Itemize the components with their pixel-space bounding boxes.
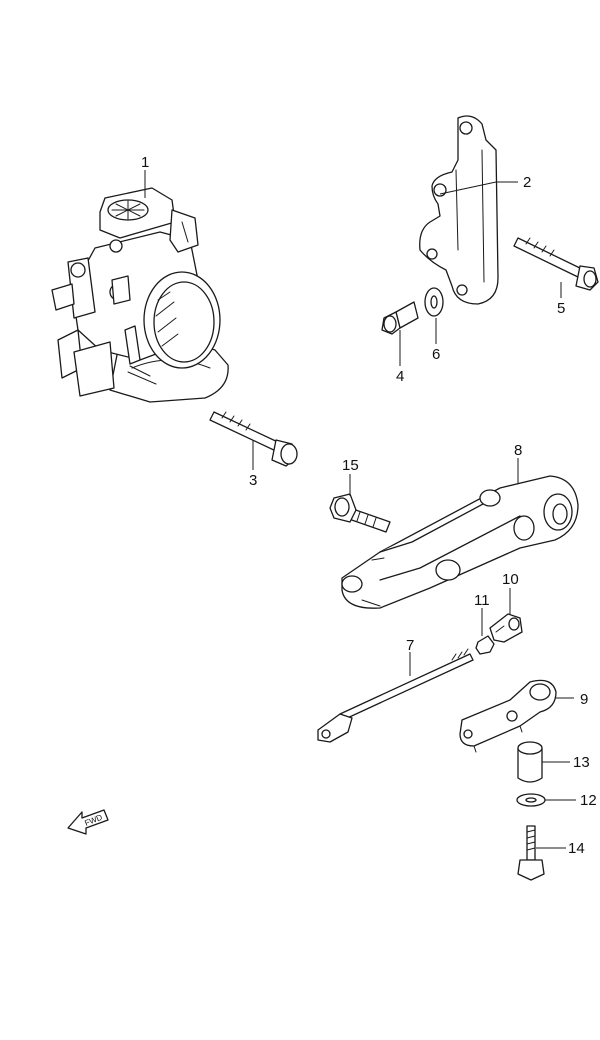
part-4-bolt [381,301,419,335]
callout-15: 15 [342,457,359,474]
callout-4: 4 [396,368,404,385]
callout-2: 2 [523,174,531,191]
part-6-washer [424,287,444,317]
part-14-bolt [517,825,545,881]
part-5-bolt [513,237,599,291]
fwd-arrow-icon: FWD [67,809,109,835]
callout-13: 13 [573,754,590,771]
callout-12: 12 [580,792,597,809]
part-12-washer [516,793,546,807]
leader-lines [144,170,576,849]
part-13-collar [517,741,543,783]
part-10-ball-joint [489,613,523,643]
callout-3: 3 [249,472,257,489]
part-1-throttle-body [51,187,229,403]
callout-5: 5 [557,300,565,317]
callout-9: 9 [580,691,588,708]
callout-10: 10 [502,571,519,588]
callout-numbers: 1 2 3 4 5 6 8 15 10 11 7 9 13 12 14 [141,154,597,857]
callout-8: 8 [514,442,522,459]
part-8-lever-arm [341,475,579,609]
part-7-rod [317,648,474,743]
part-11-nut [475,635,495,655]
callout-7: 7 [406,637,414,654]
callout-11: 11 [474,592,490,609]
callout-14: 14 [568,840,585,857]
part-3-bolt [209,411,298,467]
callout-1: 1 [141,154,149,171]
part-15-bolt [329,493,391,533]
part-2-bracket [419,115,499,305]
part-9-cam [459,679,557,753]
callout-6: 6 [432,346,440,363]
